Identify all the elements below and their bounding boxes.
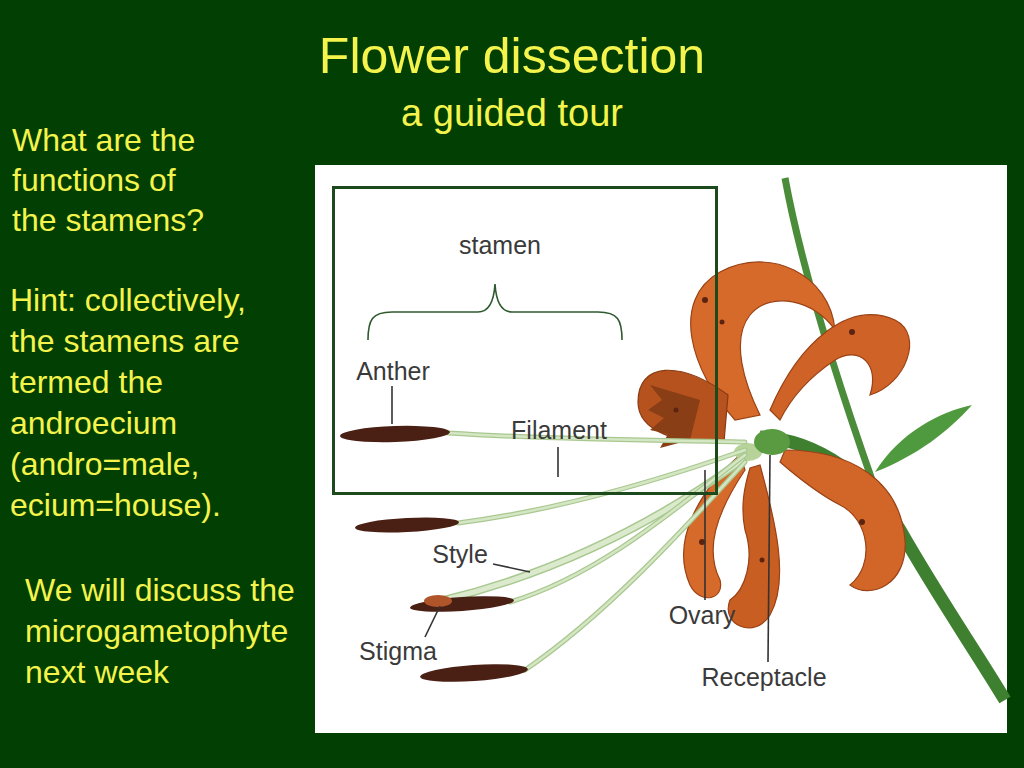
part-label: Anther [356, 357, 430, 386]
anther [355, 515, 460, 534]
petal-spot [760, 558, 765, 563]
petal [684, 455, 745, 598]
filament [458, 450, 745, 523]
filament [458, 450, 745, 523]
filament [510, 455, 745, 602]
filament [448, 433, 745, 442]
anther [340, 424, 450, 444]
part-label: Ovary [669, 601, 736, 630]
leader-line [557, 447, 559, 477]
leader-line [704, 470, 706, 600]
leader-line [768, 455, 770, 662]
petal-spot [702, 297, 708, 303]
anther [410, 593, 515, 614]
leader-line [493, 564, 530, 572]
part-label: Receptacle [701, 663, 826, 692]
petal-spot [720, 320, 725, 325]
petal-spot [674, 408, 679, 413]
petal-spot [849, 329, 855, 335]
curly-bracket [368, 284, 622, 340]
style [440, 460, 742, 601]
petal [780, 450, 905, 591]
petal [728, 465, 779, 628]
anther [420, 661, 529, 684]
style [440, 460, 742, 601]
leaf [875, 405, 972, 472]
hint-text: Hint: collectively, the stamens are term… [10, 280, 246, 526]
ovary [734, 443, 762, 461]
receptacle [754, 429, 790, 455]
filament [510, 455, 745, 602]
filaments [440, 433, 745, 670]
note-text: We will discuss the microgametophyte nex… [25, 570, 297, 693]
part-label: Style [432, 540, 488, 569]
petal-spot [859, 519, 865, 525]
petal [638, 370, 728, 442]
leader-lines [392, 386, 770, 662]
pedicel [760, 437, 1005, 700]
stamen-box: stamenAntherFilament [332, 186, 718, 495]
petal [691, 262, 835, 420]
stigma [424, 595, 452, 607]
filament [525, 462, 745, 670]
stem [785, 178, 872, 480]
filament [448, 433, 745, 442]
illustration-panel: StyleStigma OvaryReceptacle stamenAntherFi… [315, 165, 1007, 733]
petal [770, 315, 910, 420]
slide-title: Flower dissection [0, 26, 1024, 86]
part-label: Stigma [359, 637, 437, 666]
filament [525, 462, 745, 670]
leader-line [391, 386, 393, 424]
group-label: stamen [459, 231, 541, 260]
leader-line [425, 606, 440, 637]
petal-spot [699, 539, 705, 545]
question-text: What are the functions of the stamens? [12, 120, 212, 240]
part-label: Filament [511, 416, 607, 445]
flower-center [648, 385, 700, 448]
